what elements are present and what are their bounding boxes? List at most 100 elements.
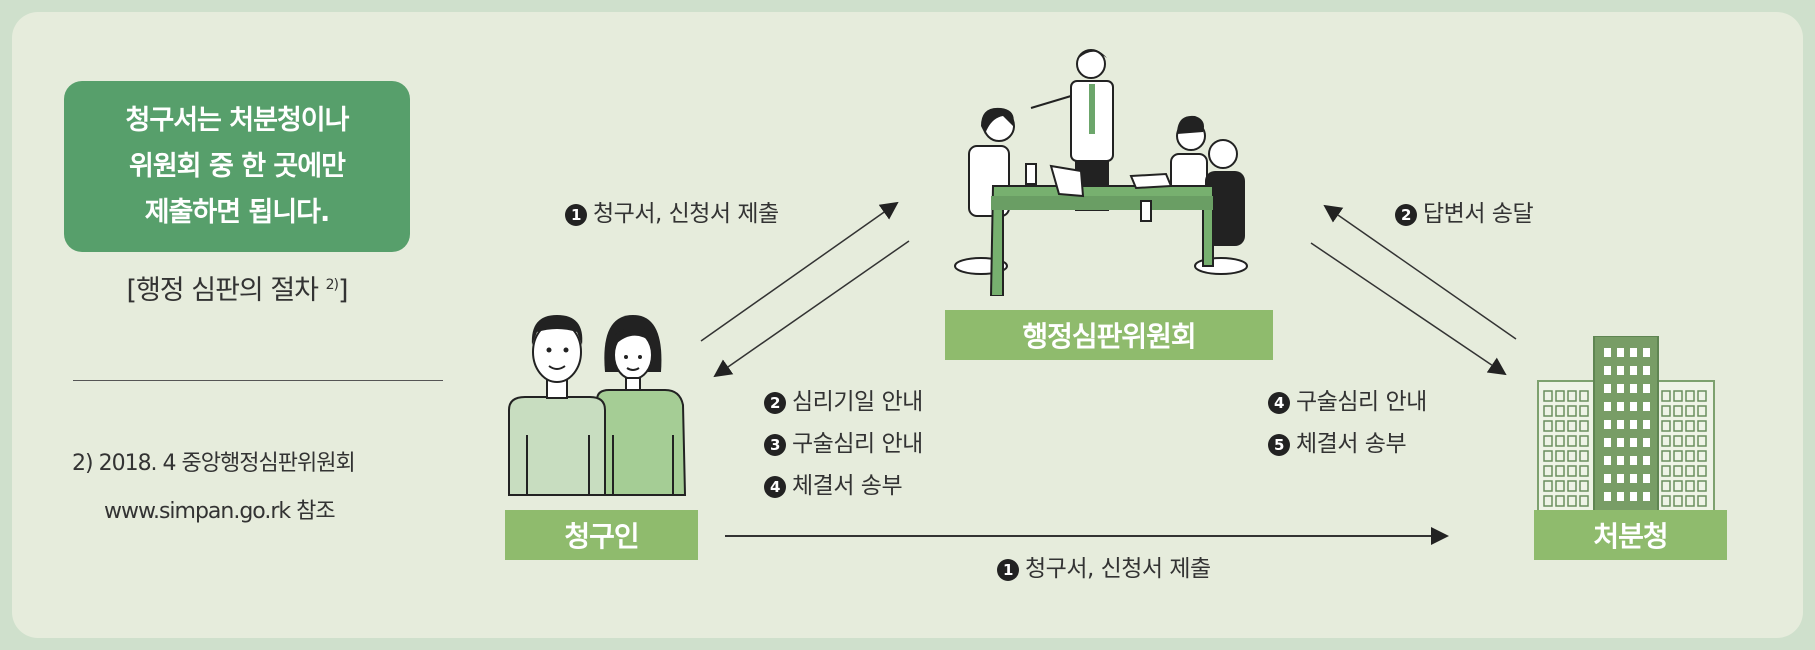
building-window xyxy=(1697,405,1707,417)
arrow-agency-to-committee xyxy=(1323,204,1517,340)
building-window xyxy=(1673,450,1683,462)
claimant-people-illustration xyxy=(508,315,687,496)
building-window xyxy=(1643,384,1650,393)
building-window xyxy=(1604,366,1611,375)
building-window xyxy=(1617,420,1624,429)
building-window xyxy=(1543,390,1553,402)
building-window xyxy=(1567,465,1577,477)
building-window xyxy=(1643,492,1650,501)
building-window xyxy=(1604,492,1611,501)
building-window xyxy=(1567,480,1577,492)
building-window xyxy=(1697,480,1707,492)
building-window xyxy=(1604,402,1611,411)
building-window xyxy=(1579,390,1589,402)
notice-line: 제출하면 됩니다. xyxy=(144,196,331,228)
building-window xyxy=(1630,420,1637,429)
figure-caption: [행정 심판의 절차 2)] xyxy=(126,275,348,306)
building-window xyxy=(1697,465,1707,477)
building-window xyxy=(1579,480,1589,492)
building-window xyxy=(1555,480,1565,492)
building-window xyxy=(1630,366,1637,375)
building-window xyxy=(1543,405,1553,417)
footnote: 2) 2018. 4 중앙행정심판위원회 www.simpan.go.rk 참조 xyxy=(72,440,356,536)
building-window xyxy=(1604,474,1611,483)
building-window xyxy=(1630,348,1637,357)
building-window xyxy=(1685,435,1695,447)
building-window xyxy=(1685,465,1695,477)
building-window xyxy=(1604,384,1611,393)
footnote-ref: 2) xyxy=(325,277,339,293)
building-window xyxy=(1630,402,1637,411)
building-window xyxy=(1617,384,1624,393)
building-window xyxy=(1567,405,1577,417)
building-window xyxy=(1685,495,1695,507)
building-window xyxy=(1673,420,1683,432)
node-claimant: 청구인 xyxy=(505,510,698,560)
building-window xyxy=(1673,435,1683,447)
building-window xyxy=(1617,492,1624,501)
building-window xyxy=(1630,438,1637,447)
building-window xyxy=(1643,474,1650,483)
notice-box: 청구서는 처분청이나 위원회 중 한 곳에만 제출하면 됩니다. xyxy=(64,81,410,252)
building-window xyxy=(1579,420,1589,432)
building-window xyxy=(1661,450,1671,462)
step-number-badge: 2 xyxy=(1395,204,1417,226)
building-window xyxy=(1697,495,1707,507)
building-window xyxy=(1630,384,1637,393)
building-window xyxy=(1604,456,1611,465)
building-window xyxy=(1661,465,1671,477)
divider xyxy=(73,380,443,381)
building-window xyxy=(1673,405,1683,417)
building-window xyxy=(1567,390,1577,402)
building-window xyxy=(1630,456,1637,465)
building-window xyxy=(1661,390,1671,402)
building-window xyxy=(1661,435,1671,447)
committee-meeting-illustration xyxy=(954,49,1248,296)
arrow-committee-to-agency xyxy=(1310,242,1507,376)
arrow-claimant-to-committee xyxy=(700,201,899,342)
building-window xyxy=(1617,438,1624,447)
notice-line: 청구서는 처분청이나 xyxy=(125,104,350,136)
footnote-line2: www.simpan.go.rk 참조 xyxy=(104,499,336,524)
building-window xyxy=(1673,495,1683,507)
building-window xyxy=(1555,420,1565,432)
building-window xyxy=(1579,495,1589,507)
building-window xyxy=(1685,420,1695,432)
building-window xyxy=(1579,450,1589,462)
building-window xyxy=(1567,450,1577,462)
building-window xyxy=(1555,450,1565,462)
building-window xyxy=(1661,495,1671,507)
building-window xyxy=(1579,435,1589,447)
building-window xyxy=(1543,495,1553,507)
building-window xyxy=(1579,465,1589,477)
building-window xyxy=(1617,474,1624,483)
building-window xyxy=(1579,405,1589,417)
building-window xyxy=(1604,348,1611,357)
building-window xyxy=(1661,405,1671,417)
building-window xyxy=(1543,435,1553,447)
building-window xyxy=(1617,456,1624,465)
building-window xyxy=(1567,420,1577,432)
step-number-badge: 1 xyxy=(997,559,1019,581)
step-number-badge: 1 xyxy=(565,204,587,226)
building-window xyxy=(1567,495,1577,507)
building-window xyxy=(1555,465,1565,477)
building-window xyxy=(1543,480,1553,492)
building-window xyxy=(1697,435,1707,447)
building-window xyxy=(1685,480,1695,492)
building-window xyxy=(1617,348,1624,357)
building-window xyxy=(1685,390,1695,402)
node-committee: 행정심판위원회 xyxy=(945,310,1273,360)
building-window xyxy=(1643,348,1650,357)
building-window xyxy=(1617,402,1624,411)
building-window xyxy=(1643,402,1650,411)
node-agency: 처분청 xyxy=(1534,510,1727,560)
